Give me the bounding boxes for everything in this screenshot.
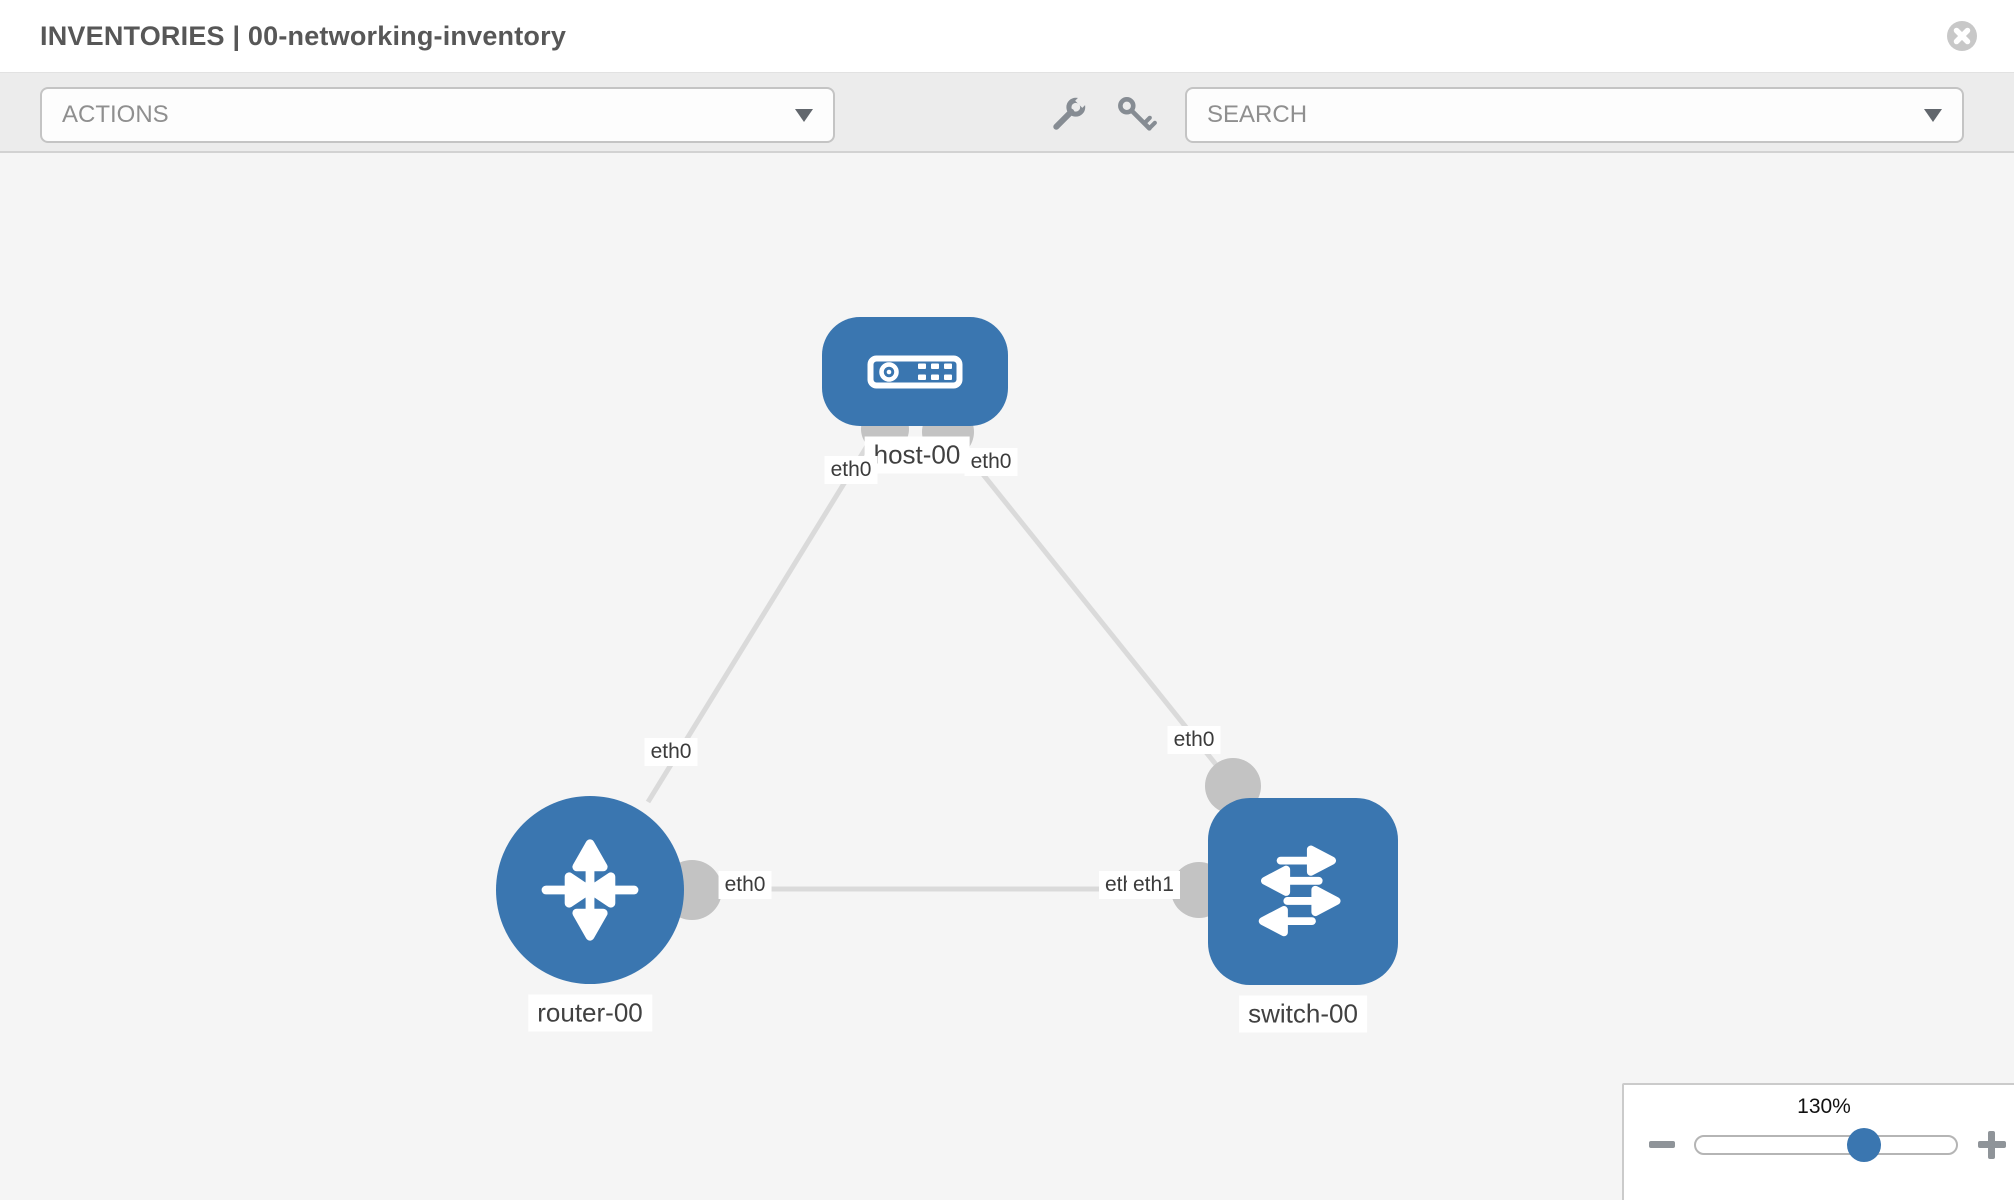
node-host-00[interactable]: [822, 317, 1008, 426]
close-icon: [1947, 21, 1977, 51]
router-icon: [541, 839, 639, 941]
configure-button[interactable]: [1045, 92, 1091, 138]
node-switch-00[interactable]: [1208, 798, 1398, 985]
key-icon: [1118, 97, 1157, 131]
topology-edges-layer: [645, 405, 1261, 920]
iface-label-router-to-host: eth0: [644, 738, 698, 766]
header: INVENTORIES | 00-networking-inventory: [0, 0, 2014, 73]
node-label-router-00: router-00: [528, 994, 652, 1032]
search-dropdown-label: SEARCH: [1207, 101, 1308, 128]
chevron-down-icon: [795, 108, 813, 122]
chevron-down-icon: [1924, 108, 1942, 122]
topology-canvas[interactable]: host-00 router-00 switch-00 eth0 eth0 et…: [0, 153, 2014, 1200]
actions-dropdown[interactable]: ACTIONS: [40, 87, 835, 143]
zoom-out-button[interactable]: [1649, 1141, 1675, 1148]
node-label-host-00: host-00: [864, 436, 970, 474]
wrench-icon: [1053, 95, 1088, 130]
zoom-level: 130%: [1797, 1095, 1851, 1118]
zoom-in-button[interactable]: [1978, 1131, 2006, 1159]
close-button[interactable]: [1946, 20, 1978, 52]
credentials-button[interactable]: [1113, 92, 1159, 138]
zoom-control-panel: 130%: [1622, 1083, 2014, 1200]
node-router-00[interactable]: [496, 796, 684, 984]
switch-icon: [1258, 845, 1341, 936]
page-title: INVENTORIES | 00-networking-inventory: [40, 21, 567, 51]
iface-label-switch-to-router: eth1: [1127, 871, 1180, 899]
actions-dropdown-label: ACTIONS: [62, 101, 169, 128]
search-dropdown[interactable]: SEARCH: [1185, 87, 1964, 143]
toolbar: ACTIONS SEARCH: [0, 73, 2014, 153]
zoom-slider-thumb[interactable]: [1847, 1128, 1881, 1162]
iface-label-router-to-switch: eth0: [718, 871, 772, 899]
host-icon: [867, 355, 963, 388]
zoom-slider-track[interactable]: [1694, 1135, 1958, 1155]
iface-label-host-to-router: eth0: [824, 456, 878, 484]
minus-icon: [1649, 1141, 1675, 1148]
iface-label-switch-to-host: eth0: [1167, 726, 1221, 754]
iface-label-host-to-switch: eth0: [964, 448, 1018, 476]
node-label-switch-00: switch-00: [1239, 995, 1367, 1033]
